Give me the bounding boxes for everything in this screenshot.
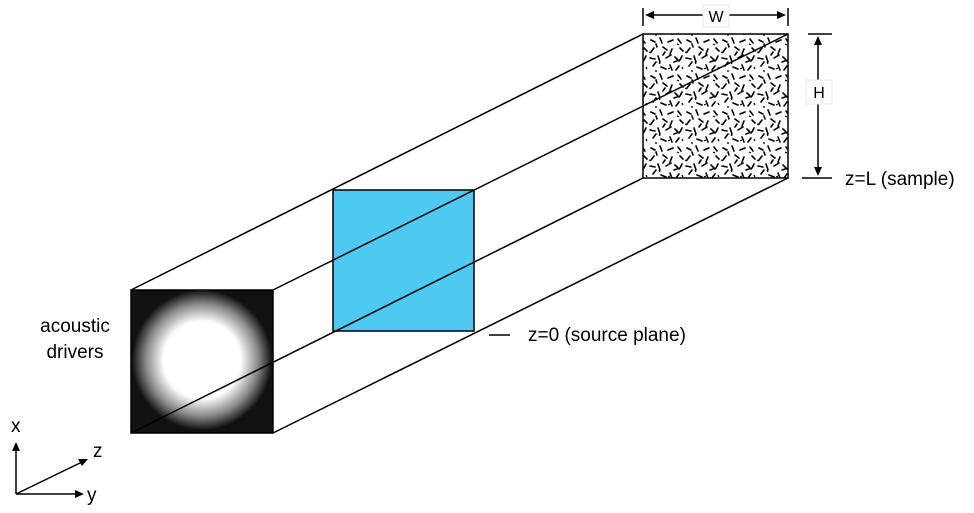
x-axis-arrow	[12, 442, 20, 451]
axes-icon	[12, 442, 88, 498]
axis-x-label: x	[11, 416, 21, 437]
height-label: H	[813, 85, 825, 102]
z-axis-arrow	[78, 459, 88, 466]
edge-bottom-left	[130, 177, 644, 434]
edge-bottom-right	[272, 177, 789, 434]
width-label-box	[702, 4, 730, 28]
y-axis-arrow	[75, 490, 84, 498]
sample-plane-label: z=L (sample)	[845, 169, 955, 190]
edge-top-right	[272, 33, 789, 291]
drivers-label-line2: drivers	[46, 342, 103, 363]
source-plane-label: z=0 (source plane)	[528, 325, 686, 346]
height-label-box	[805, 79, 833, 105]
sample-plane	[642, 33, 789, 179]
width-label: W	[708, 9, 724, 26]
z-axis-line	[15, 461, 83, 495]
driver-spot	[132, 290, 272, 430]
drivers-label-line1: acoustic	[40, 316, 110, 337]
source-plane	[332, 189, 475, 332]
axis-y-label: y	[87, 485, 97, 506]
edge-top-left	[130, 33, 644, 291]
axis-z-label: z	[93, 441, 103, 462]
